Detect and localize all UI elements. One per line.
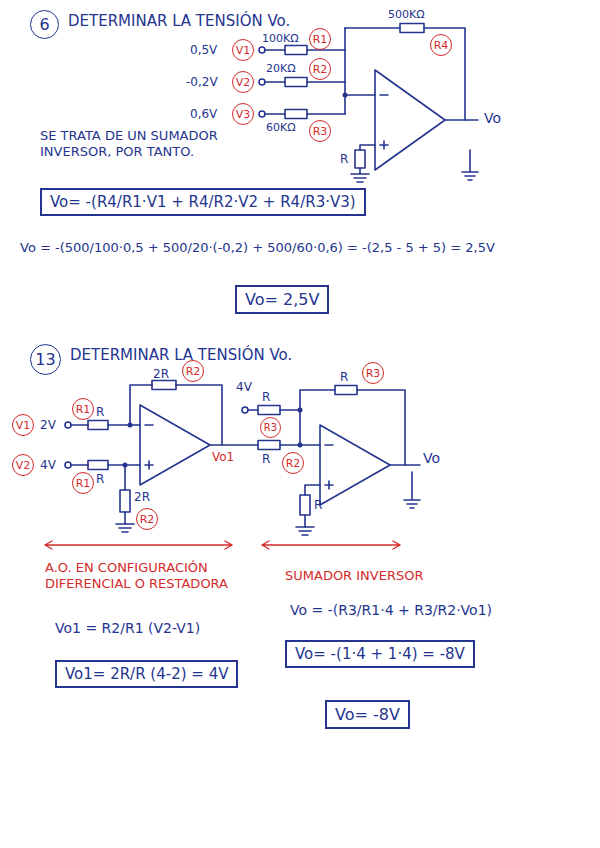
voltage-tag: V2 — [232, 71, 254, 93]
formula-box: Vo= -(1·4 + 1·4) = -8V — [285, 640, 475, 668]
node-text: V3 — [236, 108, 251, 121]
resistor-value: R — [96, 472, 104, 486]
voltage-value: 4V — [40, 458, 56, 472]
signal-name: Vo1 — [212, 450, 234, 464]
node-text: Vo= -8V — [335, 705, 400, 724]
resistor-tag: R2 — [136, 508, 158, 530]
node-text: R2 — [186, 365, 201, 378]
node-text: V2 — [236, 76, 251, 89]
problem-number: 13 — [30, 344, 61, 375]
exercise-title: DETERMINAR LA TENSIÓN Vo. — [68, 12, 290, 30]
node-text: 6 — [39, 15, 49, 34]
resistor-value: R — [340, 370, 348, 384]
exercise-title: DETERMINAR LA TENSIÓN Vo. — [70, 346, 292, 364]
voltage-tag: V1 — [12, 414, 34, 436]
resistor-tag: R3 — [309, 120, 331, 142]
node-text: R3 — [264, 422, 277, 433]
resistor-value: R — [96, 405, 104, 419]
resistor-tag: R4 — [430, 34, 452, 56]
node-text: Vo= 2,5V — [245, 290, 319, 309]
resistor-tag: R1 — [72, 472, 94, 494]
resistor-value: 2R — [153, 367, 169, 381]
voltage-tag: V2 — [12, 454, 34, 476]
output-name: Vo — [484, 110, 501, 127]
resistor-value: R — [262, 390, 270, 404]
voltage-tag: V1 — [232, 39, 254, 61]
node-text: V1 — [16, 419, 31, 432]
output-name: Vo — [423, 450, 440, 467]
node-text: V1 — [236, 44, 251, 57]
node-text: R1 — [313, 33, 328, 46]
resistor-value: 60KΩ — [266, 121, 296, 134]
node-text: V2 — [16, 459, 31, 472]
node-text: R2 — [286, 457, 301, 470]
voltage-value: 2V — [40, 418, 56, 432]
node-text: R3 — [313, 125, 328, 138]
voltage-value: 0,6V — [190, 107, 217, 121]
resistor-tag: R3 — [260, 417, 281, 438]
section-note: A.O. EN CONFIGURACIÓN DIFERENCIAL O REST… — [45, 560, 255, 591]
result-box: Vo= -8V — [325, 700, 410, 729]
node-text: R3 — [366, 367, 381, 380]
formula-box: Vo= -(R4/R1·V1 + R4/R2·V2 + R4/R3·V3) — [40, 188, 366, 216]
node-text: 13 — [35, 350, 55, 369]
node-text: R1 — [76, 477, 91, 490]
node-text: R1 — [76, 403, 91, 416]
result-box: Vo= 2,5V — [235, 285, 329, 314]
formula: Vo1 = R2/R1 (V2-V1) — [55, 620, 200, 637]
resistor-tag: R2 — [309, 58, 331, 80]
resistor-tag: R1 — [309, 28, 331, 50]
node-text: R4 — [434, 39, 449, 52]
resistor-value: R — [314, 498, 322, 512]
voltage-value: -0,2V — [186, 75, 218, 89]
resistor-value: 20KΩ — [266, 62, 296, 75]
calculation: Vo = -(500/100·0,5 + 500/20·(-0,2) + 500… — [20, 240, 595, 256]
resistor-tag: R3 — [362, 362, 384, 384]
node-text: Vo= -(R4/R1·V1 + R4/R2·V2 + R4/R3·V3) — [50, 193, 356, 211]
resistor-value: 500KΩ — [388, 8, 425, 21]
voltage-value: 4V — [236, 380, 252, 394]
node-text: Vo= -(1·4 + 1·4) = -8V — [295, 645, 465, 663]
problem-number: 6 — [30, 10, 59, 39]
resistor-tag: R1 — [72, 398, 94, 420]
resistor-value: 100KΩ — [262, 32, 299, 45]
voltage-tag: V3 — [232, 103, 254, 125]
node-text: Vo1= 2R/R (4-2) = 4V — [65, 665, 228, 683]
resistor-tag: R2 — [282, 452, 304, 474]
explanation-note: SE TRATA DE UN SUMADOR INVERSOR, POR TAN… — [40, 128, 255, 159]
resistor-value: 2R — [134, 490, 150, 504]
node-text: R2 — [140, 513, 155, 526]
resistor-value: R — [340, 152, 348, 166]
node-text: R2 — [313, 63, 328, 76]
voltage-value: 0,5V — [190, 43, 217, 57]
formula-box: Vo1= 2R/R (4-2) = 4V — [55, 660, 238, 688]
section-note: SUMADOR INVERSOR — [285, 568, 424, 584]
resistor-value: R — [262, 452, 270, 466]
formula: Vo = -(R3/R1·4 + R3/R2·Vo1) — [290, 602, 492, 619]
